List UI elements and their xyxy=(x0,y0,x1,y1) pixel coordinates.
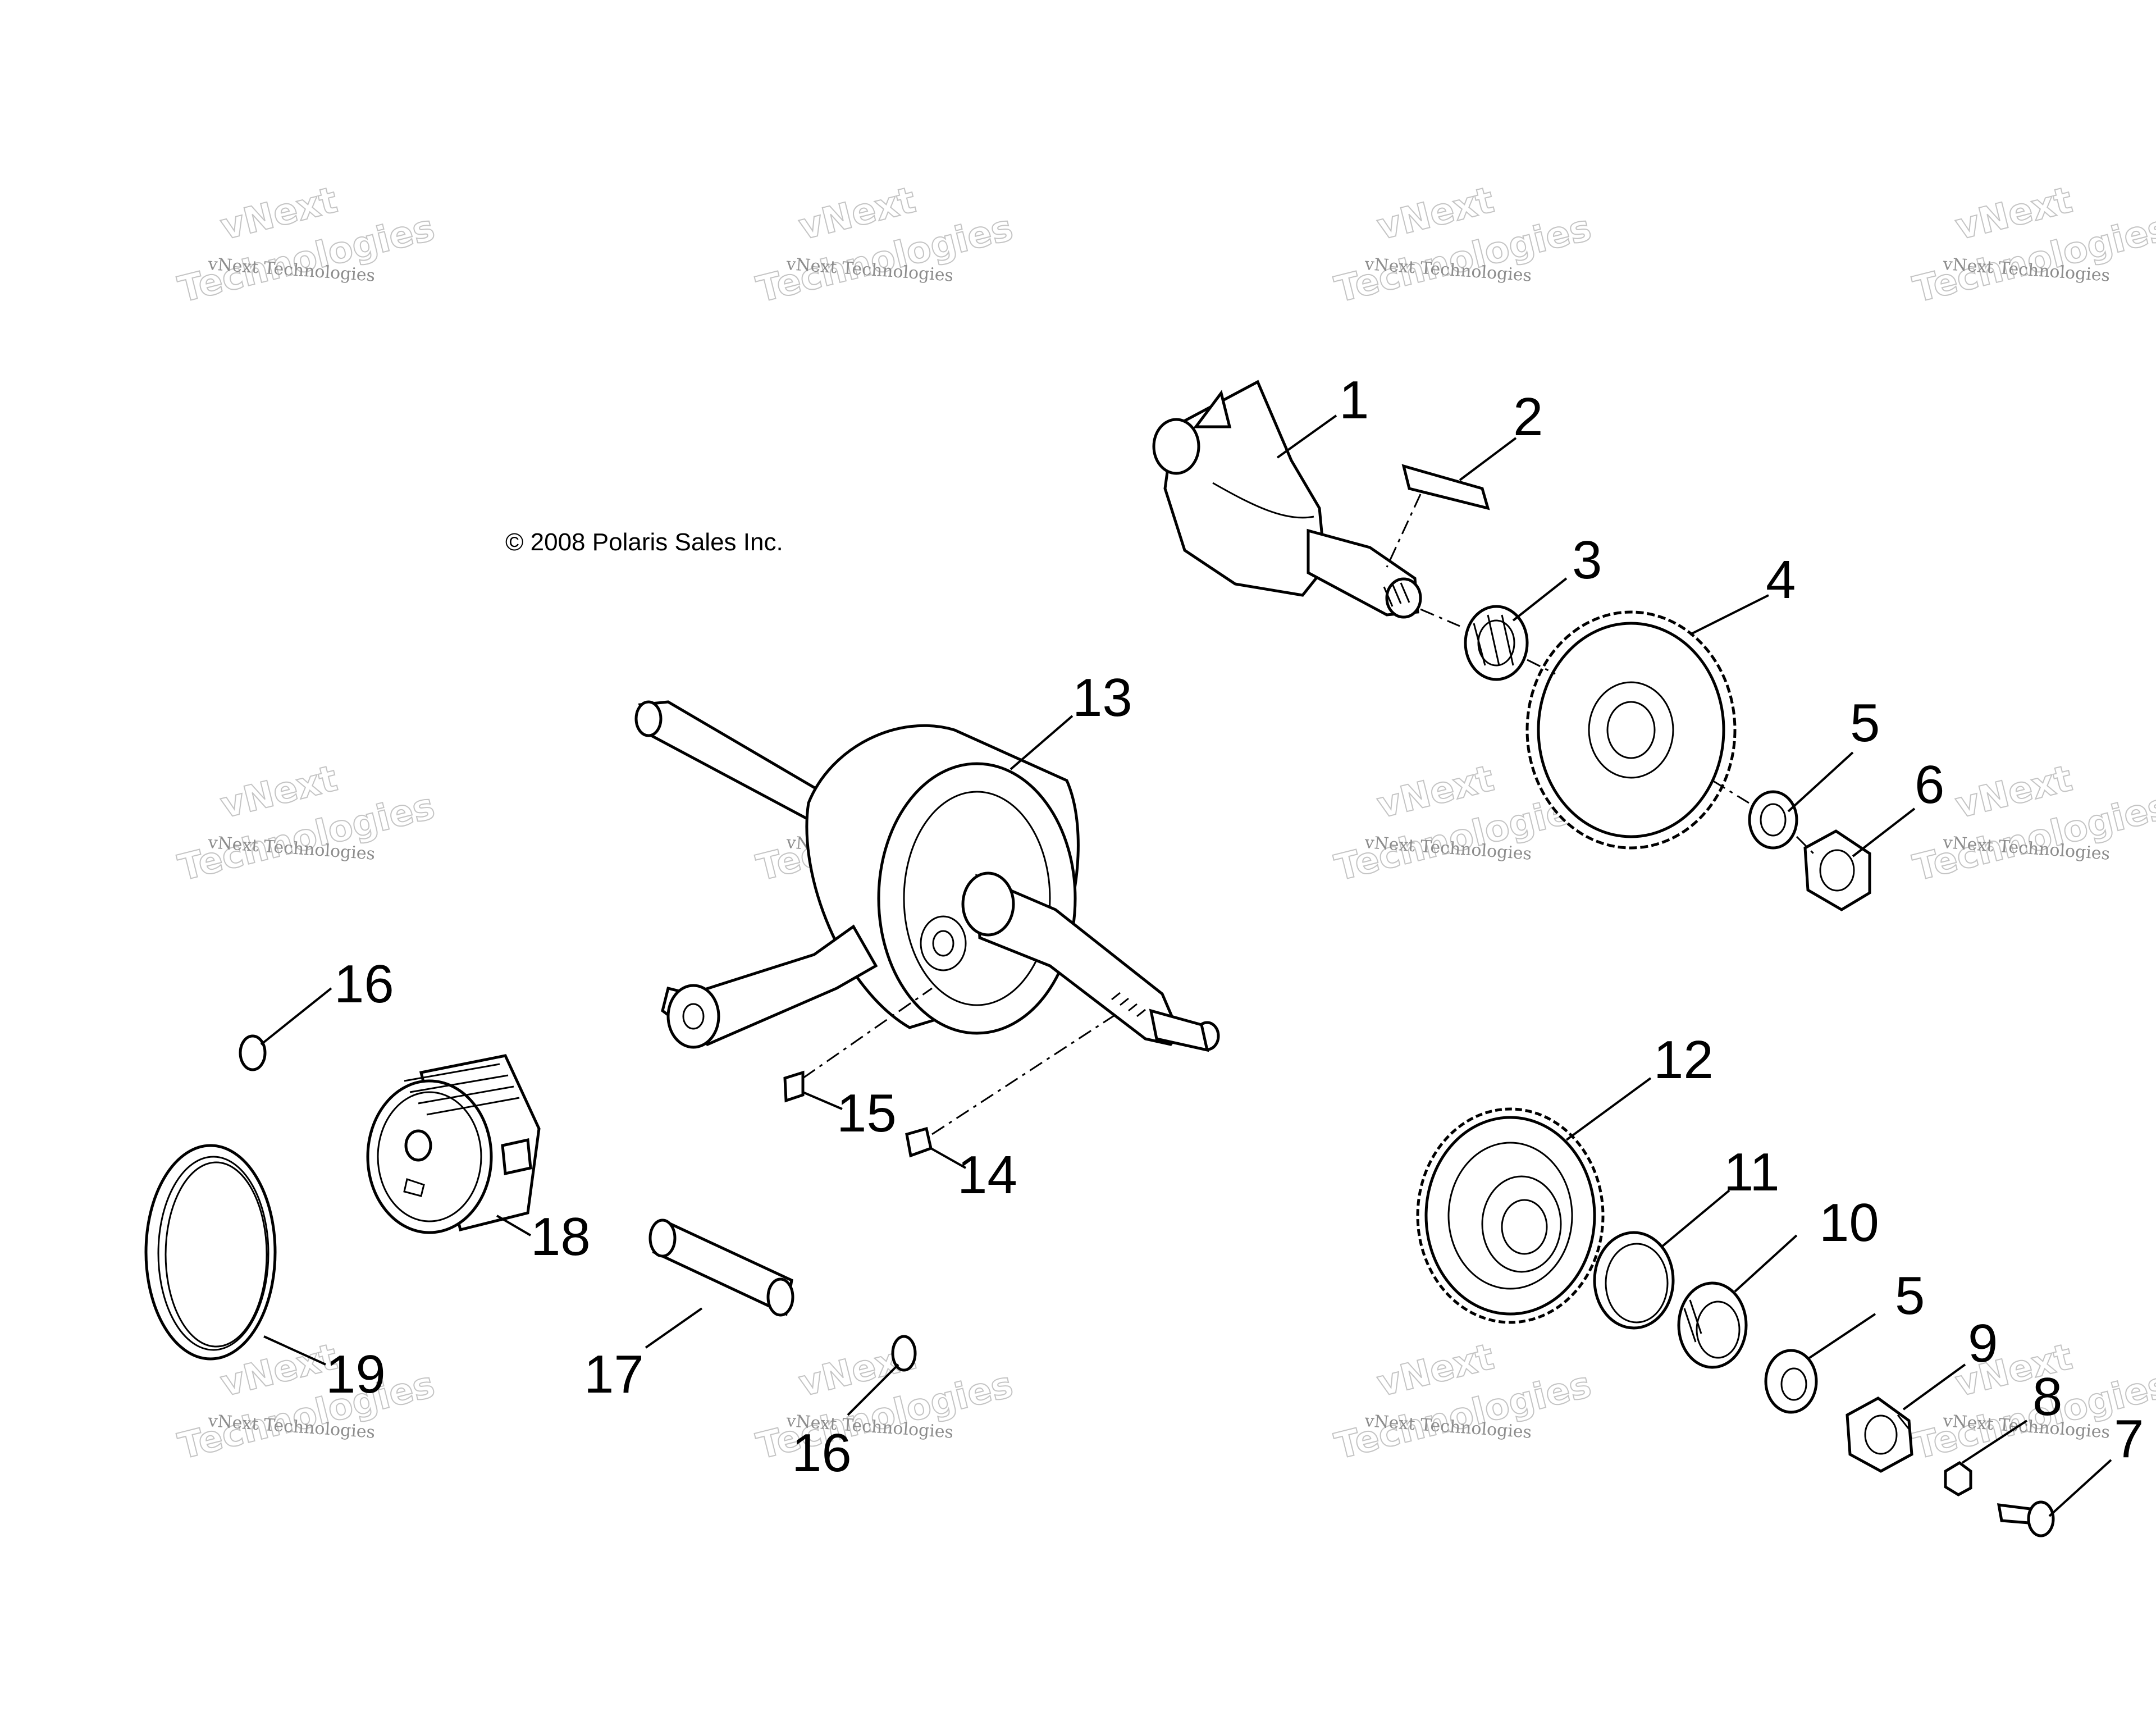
part-5-washer-bottom xyxy=(1764,1349,1818,1414)
leader-lines xyxy=(260,414,2112,1517)
watermark: vNext Technologies xyxy=(752,1335,1017,1468)
part-16-circlip-left xyxy=(239,1034,267,1071)
callout-5-top: 5 xyxy=(1850,693,1880,753)
callout-1: 1 xyxy=(1339,370,1369,430)
part-13-crankshaft xyxy=(634,700,1220,1052)
copyright-notice: © 2008 Polaris Sales Inc. xyxy=(505,528,783,556)
callout-12: 12 xyxy=(1653,1030,1714,1090)
part-9-nut xyxy=(1846,1397,1913,1473)
callout-10: 10 xyxy=(1819,1193,1879,1253)
part-2-key xyxy=(1401,464,1490,510)
part-4-driven-gear xyxy=(1525,610,1737,850)
callout-16-left: 16 xyxy=(334,954,394,1014)
callout-6: 6 xyxy=(1915,755,1944,815)
part-5-washer-top xyxy=(1748,790,1798,850)
part-1-balancer-shaft xyxy=(1152,380,1422,619)
part-11-washer xyxy=(1593,1231,1675,1330)
watermark: vNext Technologies xyxy=(1908,179,2156,311)
callout-3: 3 xyxy=(1572,530,1602,590)
watermark: vNext Technologies xyxy=(1330,1335,1596,1468)
part-7-bolt xyxy=(1997,1500,2055,1537)
part-15-key xyxy=(783,1070,805,1103)
callout-13: 13 xyxy=(1072,668,1132,728)
watermark: vNext Technologies xyxy=(173,179,439,311)
watermark: vNext Technologies xyxy=(173,757,439,889)
callout-14: 14 xyxy=(957,1145,1017,1205)
watermark: vNext Technologies xyxy=(1330,179,1596,311)
callout-11: 11 xyxy=(1724,1142,1780,1202)
watermark: vNext Technologies xyxy=(752,179,1017,311)
part-12-drive-gear xyxy=(1416,1107,1605,1324)
part-19-piston-rings xyxy=(144,1144,277,1361)
callout-7: 7 xyxy=(2114,1409,2144,1469)
callout-19: 19 xyxy=(326,1344,386,1404)
callout-9: 9 xyxy=(1968,1313,1998,1373)
callout-8: 8 xyxy=(2032,1367,2062,1427)
callout-16-right: 16 xyxy=(792,1423,852,1483)
part-17-piston-pin xyxy=(648,1219,794,1317)
part-3-bearing xyxy=(1464,605,1529,681)
part-10-bearing xyxy=(1677,1281,1748,1369)
callout-labels: 1 2 3 4 5 6 13 15 14 16 18 19 17 16 12 1… xyxy=(326,370,2144,1483)
callout-15: 15 xyxy=(837,1083,897,1143)
callout-5-bottom: 5 xyxy=(1895,1266,1925,1326)
callout-2: 2 xyxy=(1513,387,1543,447)
callout-4: 4 xyxy=(1766,550,1796,610)
callout-17: 17 xyxy=(584,1344,644,1404)
part-18-piston xyxy=(366,1054,541,1234)
part-8-small-nut xyxy=(1944,1461,1972,1496)
part-14-key xyxy=(905,1126,933,1158)
callout-18: 18 xyxy=(531,1207,591,1267)
part-16-circlip-right xyxy=(891,1335,917,1372)
watermarks: vNext Technologies vNext Technologies vN… xyxy=(173,179,2156,1468)
part-6-nut xyxy=(1803,829,1871,911)
